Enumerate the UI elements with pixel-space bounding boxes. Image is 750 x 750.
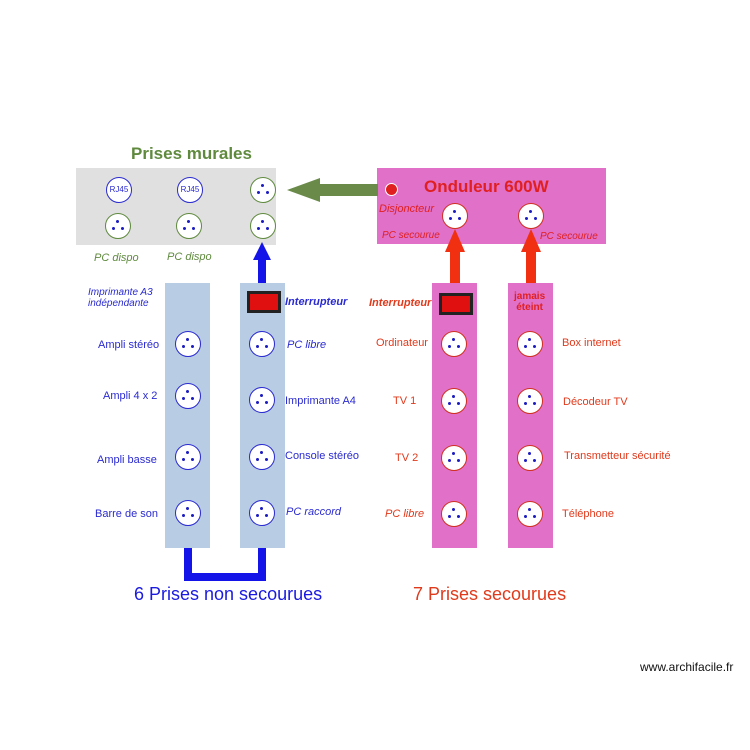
strip1-socket-4 <box>175 500 201 526</box>
strip1-label-3: Ampli basse <box>97 454 157 466</box>
strip4-label-1: Box internet <box>562 337 621 349</box>
wall-to-strip2-arrow <box>253 242 271 283</box>
strip3-switch[interactable] <box>439 293 473 315</box>
ups-to-wall-arrow <box>287 178 378 202</box>
protected-summary: 7 Prises secourues <box>413 584 567 604</box>
strip1-socket-1 <box>175 331 201 357</box>
strip2-label-3: Console stéréo <box>285 450 359 462</box>
ups-panel <box>377 168 606 244</box>
strip3-label-1: Ordinateur <box>376 337 428 349</box>
strip2-switch[interactable] <box>247 291 281 313</box>
pc-dispo-label-right: PC dispo <box>167 251 212 263</box>
strip2-socket-1 <box>249 331 275 357</box>
strip3-socket-2 <box>441 388 467 414</box>
strip3-to-ups-arrow <box>445 229 465 283</box>
strip4-socket-2 <box>517 388 543 414</box>
strip2-label-2: Imprimante A4 <box>285 395 356 407</box>
strip2-socket-2 <box>249 387 275 413</box>
strip3-label-2: TV 1 <box>393 395 417 407</box>
pc-secourue-label-left: PC secourue <box>382 230 440 241</box>
strip4-label-4: Téléphone <box>562 508 614 520</box>
strip1-to-strip2-link-arrow <box>184 545 266 581</box>
strip3-socket-3 <box>441 445 467 471</box>
strip4-socket-3 <box>517 445 543 471</box>
strip4-socket-4 <box>517 501 543 527</box>
strip4-label-2: Décodeur TV <box>563 396 628 408</box>
strip2-socket-3 <box>249 444 275 470</box>
wall-socket-pc-dispo-left <box>105 213 131 239</box>
breaker-label: Disjoncteur <box>379 203 435 215</box>
strip1-label-4: Barre de son <box>95 508 158 520</box>
strip1-header: Imprimante A3 indépendante <box>88 287 153 309</box>
strip1-socket-3 <box>175 444 201 470</box>
strip2-label-4: PC raccord <box>286 506 342 518</box>
strip1-label-2: Ampli 4 x 2 <box>103 390 158 402</box>
strip4-to-ups-arrow <box>521 229 541 283</box>
strip3-label-4: PC libre <box>385 508 425 520</box>
wall-socket-strip-feed <box>250 213 276 239</box>
pc-dispo-label-left: PC dispo <box>94 252 139 264</box>
breaker-indicator-icon <box>385 183 398 196</box>
rj45-port-right: RJ45 <box>177 177 203 203</box>
wall-socket-top <box>250 177 276 203</box>
strip3-socket-4 <box>441 501 467 527</box>
wall-outlets-title: Prises murales <box>131 144 252 163</box>
pc-secourue-label-right: PC secourue <box>540 231 598 242</box>
strip4-header: jamais éteint <box>514 291 546 313</box>
strip2-label-1: PC libre <box>287 339 327 351</box>
strip4-label-3: Transmetteur sécurité <box>564 450 671 462</box>
strip1-socket-2 <box>175 383 201 409</box>
strip4-socket-1 <box>517 331 543 357</box>
strip3-label-3: TV 2 <box>395 452 419 464</box>
unprotected-summary: 6 Prises non secourues <box>134 584 323 604</box>
ups-title: Onduleur 600W <box>424 177 549 196</box>
wall-socket-pc-dispo-right <box>176 213 202 239</box>
strip2-switch-label: Interrupteur <box>285 296 348 308</box>
ups-socket-left <box>442 203 468 229</box>
strip3-switch-label: Interrupteur <box>369 297 432 309</box>
strip3-socket-1 <box>441 331 467 357</box>
ups-socket-right <box>518 203 544 229</box>
rj45-port-left: RJ45 <box>106 177 132 203</box>
strip1-label-1: Ampli stéréo <box>98 339 160 351</box>
watermark: www.archifacile.fr <box>640 660 734 674</box>
strip2-socket-4 <box>249 500 275 526</box>
